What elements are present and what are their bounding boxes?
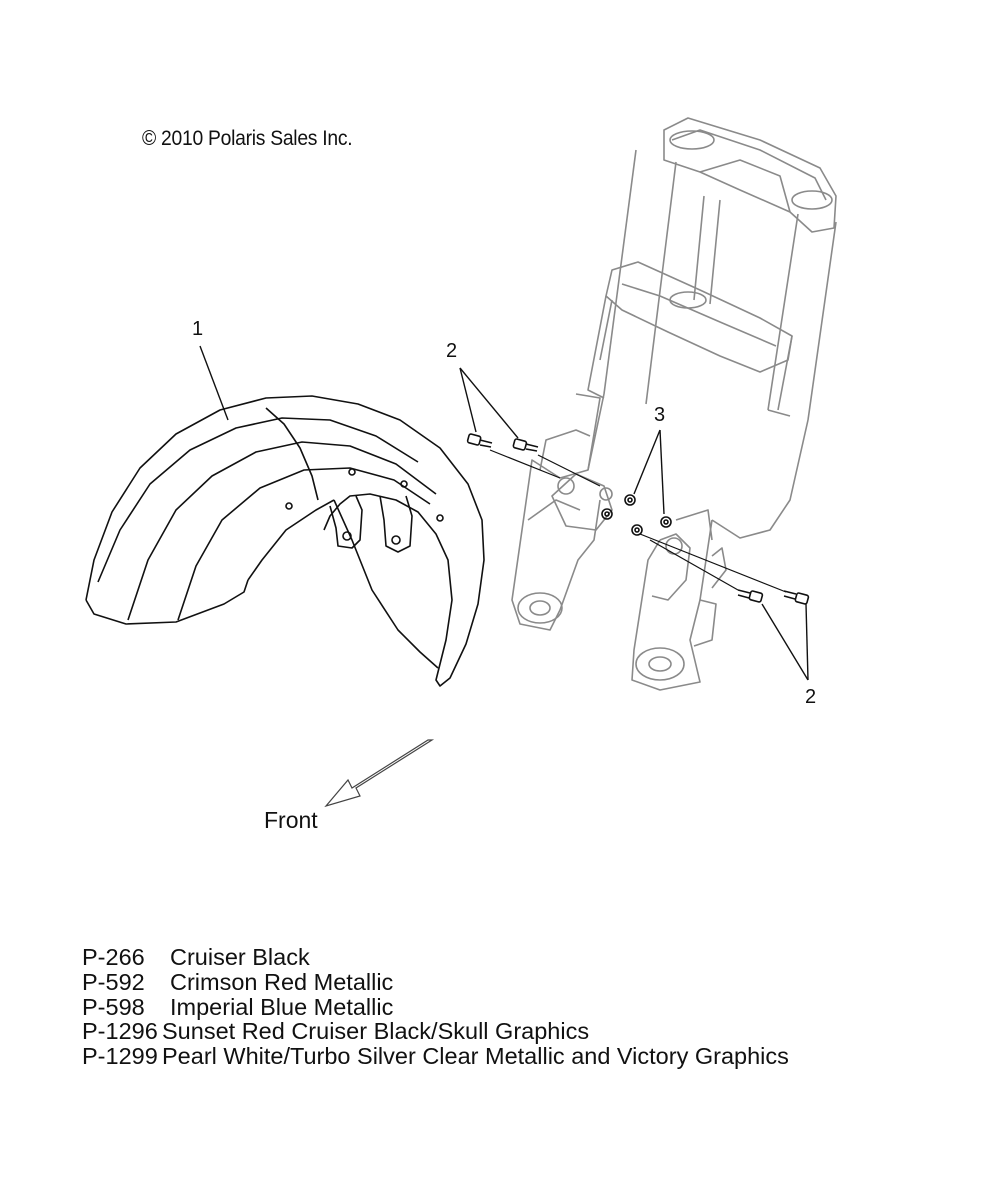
screw-upper-1	[466, 433, 493, 448]
legend-row: P-266 Cruiser Black	[82, 945, 789, 970]
nut-4	[631, 524, 643, 536]
screw-lower-2	[783, 590, 810, 605]
hardware	[466, 433, 810, 605]
legend-code: P-598	[82, 993, 145, 1020]
legend-name: Cruiser Black	[170, 944, 310, 970]
legend-name: Imperial Blue Metallic	[170, 993, 394, 1020]
front-fender	[85, 395, 485, 687]
legend-code: P-266	[82, 944, 145, 970]
legend-code: P-1296	[82, 1018, 158, 1045]
arrow-down-left-icon	[324, 739, 435, 808]
copyright-text: © 2010 Polaris Sales Inc.	[142, 127, 353, 150]
callout-screws-lower: 2	[805, 686, 817, 708]
legend-row: P-592 Crimson Red Metallic	[82, 968, 789, 995]
screw-lower-1	[737, 589, 764, 603]
nut-1	[624, 494, 636, 506]
leader-lines	[199, 345, 809, 681]
front-fork-assembly	[511, 117, 837, 691]
callout-screws-upper: 2	[446, 340, 458, 362]
nut-2	[601, 508, 613, 520]
legend-name: Sunset Red Cruiser Black/Skull Graphics	[162, 1018, 590, 1045]
legend-row: P-598 Imperial Blue Metallic	[82, 993, 789, 1020]
callout-nuts: 3	[654, 404, 666, 426]
callout-fender: 1	[192, 318, 204, 340]
paint-code-legend: P-266 Cruiser Black P-592 Crimson Red Meta…	[82, 945, 789, 1069]
legend-code: P-1299	[82, 1043, 158, 1070]
legend-name: Crimson Red Metallic	[170, 968, 394, 995]
legend-name: Pearl White/Turbo Silver Clear Metallic …	[162, 1043, 789, 1070]
nut-3	[660, 516, 672, 528]
front-direction-label: Front	[264, 807, 318, 833]
legend-code: P-592	[82, 968, 145, 995]
screw-upper-2	[512, 438, 539, 452]
